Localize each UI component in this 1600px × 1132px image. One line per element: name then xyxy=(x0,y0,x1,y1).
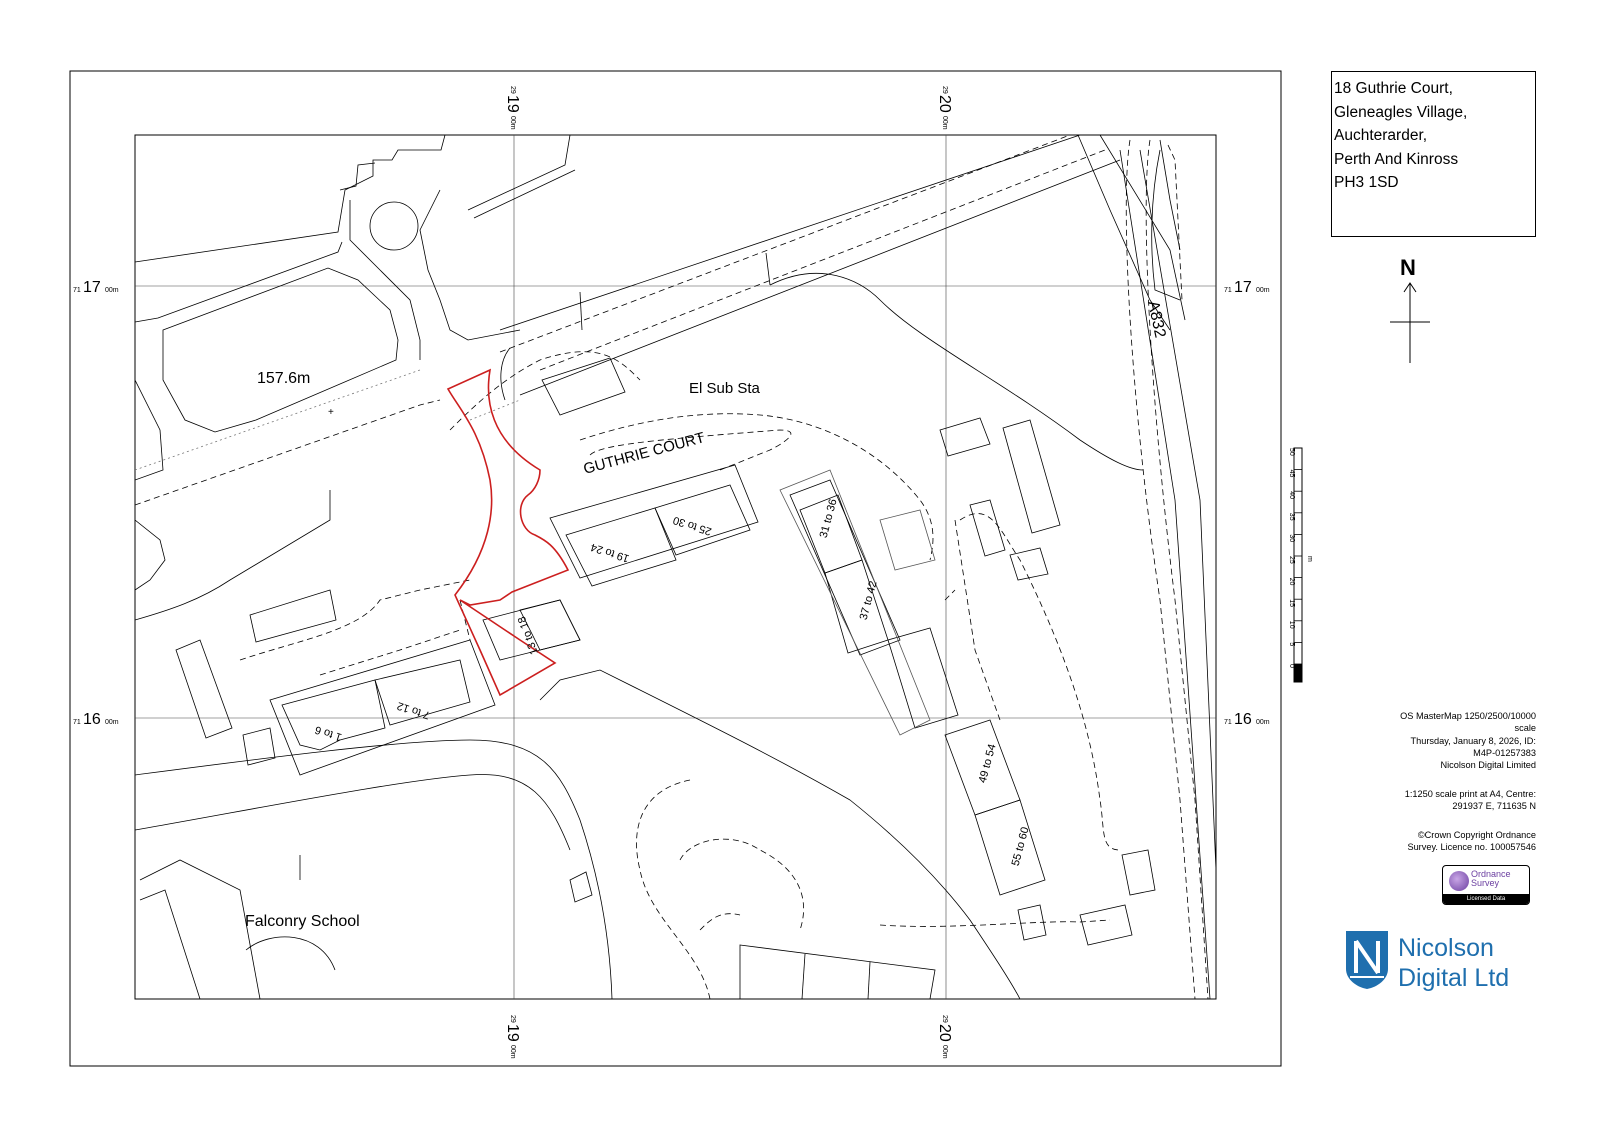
road-label: A832 xyxy=(1144,299,1168,339)
info-line: Nicolson Digital Limited xyxy=(1440,760,1537,771)
grid-label-prefix: 71 xyxy=(1224,719,1232,726)
southern-building xyxy=(739,944,936,999)
roundabout xyxy=(369,201,419,251)
grid-labels: 29 19 00m 29 20 00m 29 19 00m 29 20 00m … xyxy=(73,86,1270,1059)
track-south xyxy=(135,739,613,999)
block-label: 19 to 24 xyxy=(589,541,631,565)
nicolson-logo-icon xyxy=(1346,931,1388,989)
grid-label-major: 19 xyxy=(504,95,521,113)
grid-label-major: 16 xyxy=(1234,711,1252,728)
info-line: Thursday, January 8, 2026, ID: xyxy=(1410,735,1536,746)
scale-unit: m xyxy=(1306,556,1313,562)
os-badge-text: Survey xyxy=(1471,878,1500,888)
grid-label-major: 20 xyxy=(936,1024,953,1042)
block-enclosure-sw xyxy=(269,639,496,776)
info-line: 1:1250 scale print at A4, Centre: xyxy=(1404,789,1536,799)
address-line: PH3 1SD xyxy=(1334,174,1399,191)
address-line: Perth And Kinross xyxy=(1334,150,1459,168)
a832-road-edge xyxy=(1119,149,1211,999)
road-edge xyxy=(135,399,441,506)
block-label: 49 to 54 xyxy=(977,743,999,785)
scale-tick-label: 15 xyxy=(1288,599,1295,607)
grid-label-suffix: 00m xyxy=(509,116,516,130)
grid-label-prefix: 29 xyxy=(509,86,516,94)
company-name-line: Nicolson xyxy=(1398,934,1494,962)
grid-label-suffix: 00m xyxy=(1256,287,1270,294)
info-line: ©Crown Copyright Ordnance xyxy=(1417,830,1536,840)
os-badge-strip: Licensed Data xyxy=(1443,894,1529,904)
school-label: Falconry School xyxy=(245,913,360,930)
block-label: 13 to 18 xyxy=(516,615,541,656)
grid-label-major: 17 xyxy=(1234,279,1252,296)
os-logo-icon xyxy=(1449,871,1469,891)
boundary-north xyxy=(135,135,446,263)
block-label: 25 to 30 xyxy=(672,514,714,538)
scale-tick-label: 35 xyxy=(1288,513,1295,521)
scale-tick-label: 20 xyxy=(1288,578,1295,586)
info-line: OS MasterMap 1250/2500/10000 xyxy=(1400,711,1536,721)
substation-label: El Sub Sta xyxy=(689,380,761,397)
height-label: 157.6m xyxy=(257,370,310,387)
grid-label-suffix: 00m xyxy=(105,719,119,726)
grid-label-prefix: 71 xyxy=(73,287,81,294)
scale-tick-label: 50 xyxy=(1288,448,1295,456)
footpath xyxy=(769,272,1144,471)
garages xyxy=(175,357,1156,946)
print-info: 1:1250 scale print at A4, Centre: 291937… xyxy=(1405,788,1536,813)
grid-label-major: 17 xyxy=(83,279,101,296)
block-label: 37 to 42 xyxy=(858,580,880,622)
address-box: 18 Guthrie Court, Gleneagles Village, Au… xyxy=(1331,71,1536,237)
company-name: Nicolson Digital Ltd xyxy=(1398,933,1509,993)
scale-tick-label: 45 xyxy=(1288,470,1295,478)
os-badge-text: Ordnance xyxy=(1471,869,1511,879)
scale-tick-label: 40 xyxy=(1288,491,1295,499)
copyright-info: ©Crown Copyright Ordnance Survey. Licenc… xyxy=(1407,829,1536,854)
grid-label-major: 19 xyxy=(504,1024,521,1042)
grid-label-prefix: 71 xyxy=(1224,287,1232,294)
grid-label-prefix: 71 xyxy=(73,719,81,726)
info-line: Survey. Licence no. 100057546 xyxy=(1407,842,1536,853)
map-info: OS MasterMap 1250/2500/10000 scale Thurs… xyxy=(1400,710,1536,771)
info-line: scale xyxy=(1514,723,1536,734)
street-label: GUTHRIE COURT xyxy=(582,429,707,478)
outer-frame xyxy=(69,70,1282,1067)
scale-tick-label: 30 xyxy=(1288,534,1295,542)
grid-label-suffix: 00m xyxy=(941,116,948,130)
scale-tick-label: 0 xyxy=(1288,664,1295,668)
block-enclosure-central xyxy=(549,464,759,579)
grid-label-suffix: 00m xyxy=(941,1045,948,1059)
north-label: N xyxy=(1400,255,1416,280)
info-line: M4P-01257383 xyxy=(1473,747,1536,758)
grid-label-prefix: 29 xyxy=(941,1015,948,1023)
block-label: 55 to 60 xyxy=(1010,826,1032,868)
grid-label-suffix: 00m xyxy=(509,1045,516,1059)
grid-label-suffix: 00m xyxy=(1256,719,1270,726)
grid-label-major: 20 xyxy=(936,95,953,113)
car-park xyxy=(162,267,399,433)
block-label: 31 to 36 xyxy=(818,498,840,540)
spot-height-mark: + xyxy=(328,407,334,418)
company-name-line: Digital Ltd xyxy=(1398,964,1510,992)
grid-label-major: 16 xyxy=(83,711,101,728)
scale-tick-label: 10 xyxy=(1288,621,1295,629)
map-content xyxy=(135,135,1216,999)
grid-label-prefix: 29 xyxy=(509,1015,516,1023)
address-line: 18 Guthrie Court, xyxy=(1334,80,1453,97)
grid-lines xyxy=(135,135,1216,999)
address-line: Gleneagles Village, xyxy=(1334,103,1468,121)
scale-tick-label: 25 xyxy=(1288,556,1295,564)
info-line: 291937 E, 711635 N xyxy=(1452,801,1536,812)
block-labels: 1 to 6 7 to 12 13 to 18 19 to 24 25 to 3… xyxy=(314,498,1032,868)
map-frame xyxy=(134,134,1217,1000)
block-label: 1 to 6 xyxy=(314,723,344,743)
address-line: Auchterarder, xyxy=(1334,127,1428,144)
north-arrow: N xyxy=(1390,255,1430,363)
site-boundary xyxy=(446,368,570,697)
grid-label-prefix: 29 xyxy=(941,86,948,94)
grid-label-suffix: 00m xyxy=(105,287,119,294)
scale-tick-label: 5 xyxy=(1288,642,1295,646)
